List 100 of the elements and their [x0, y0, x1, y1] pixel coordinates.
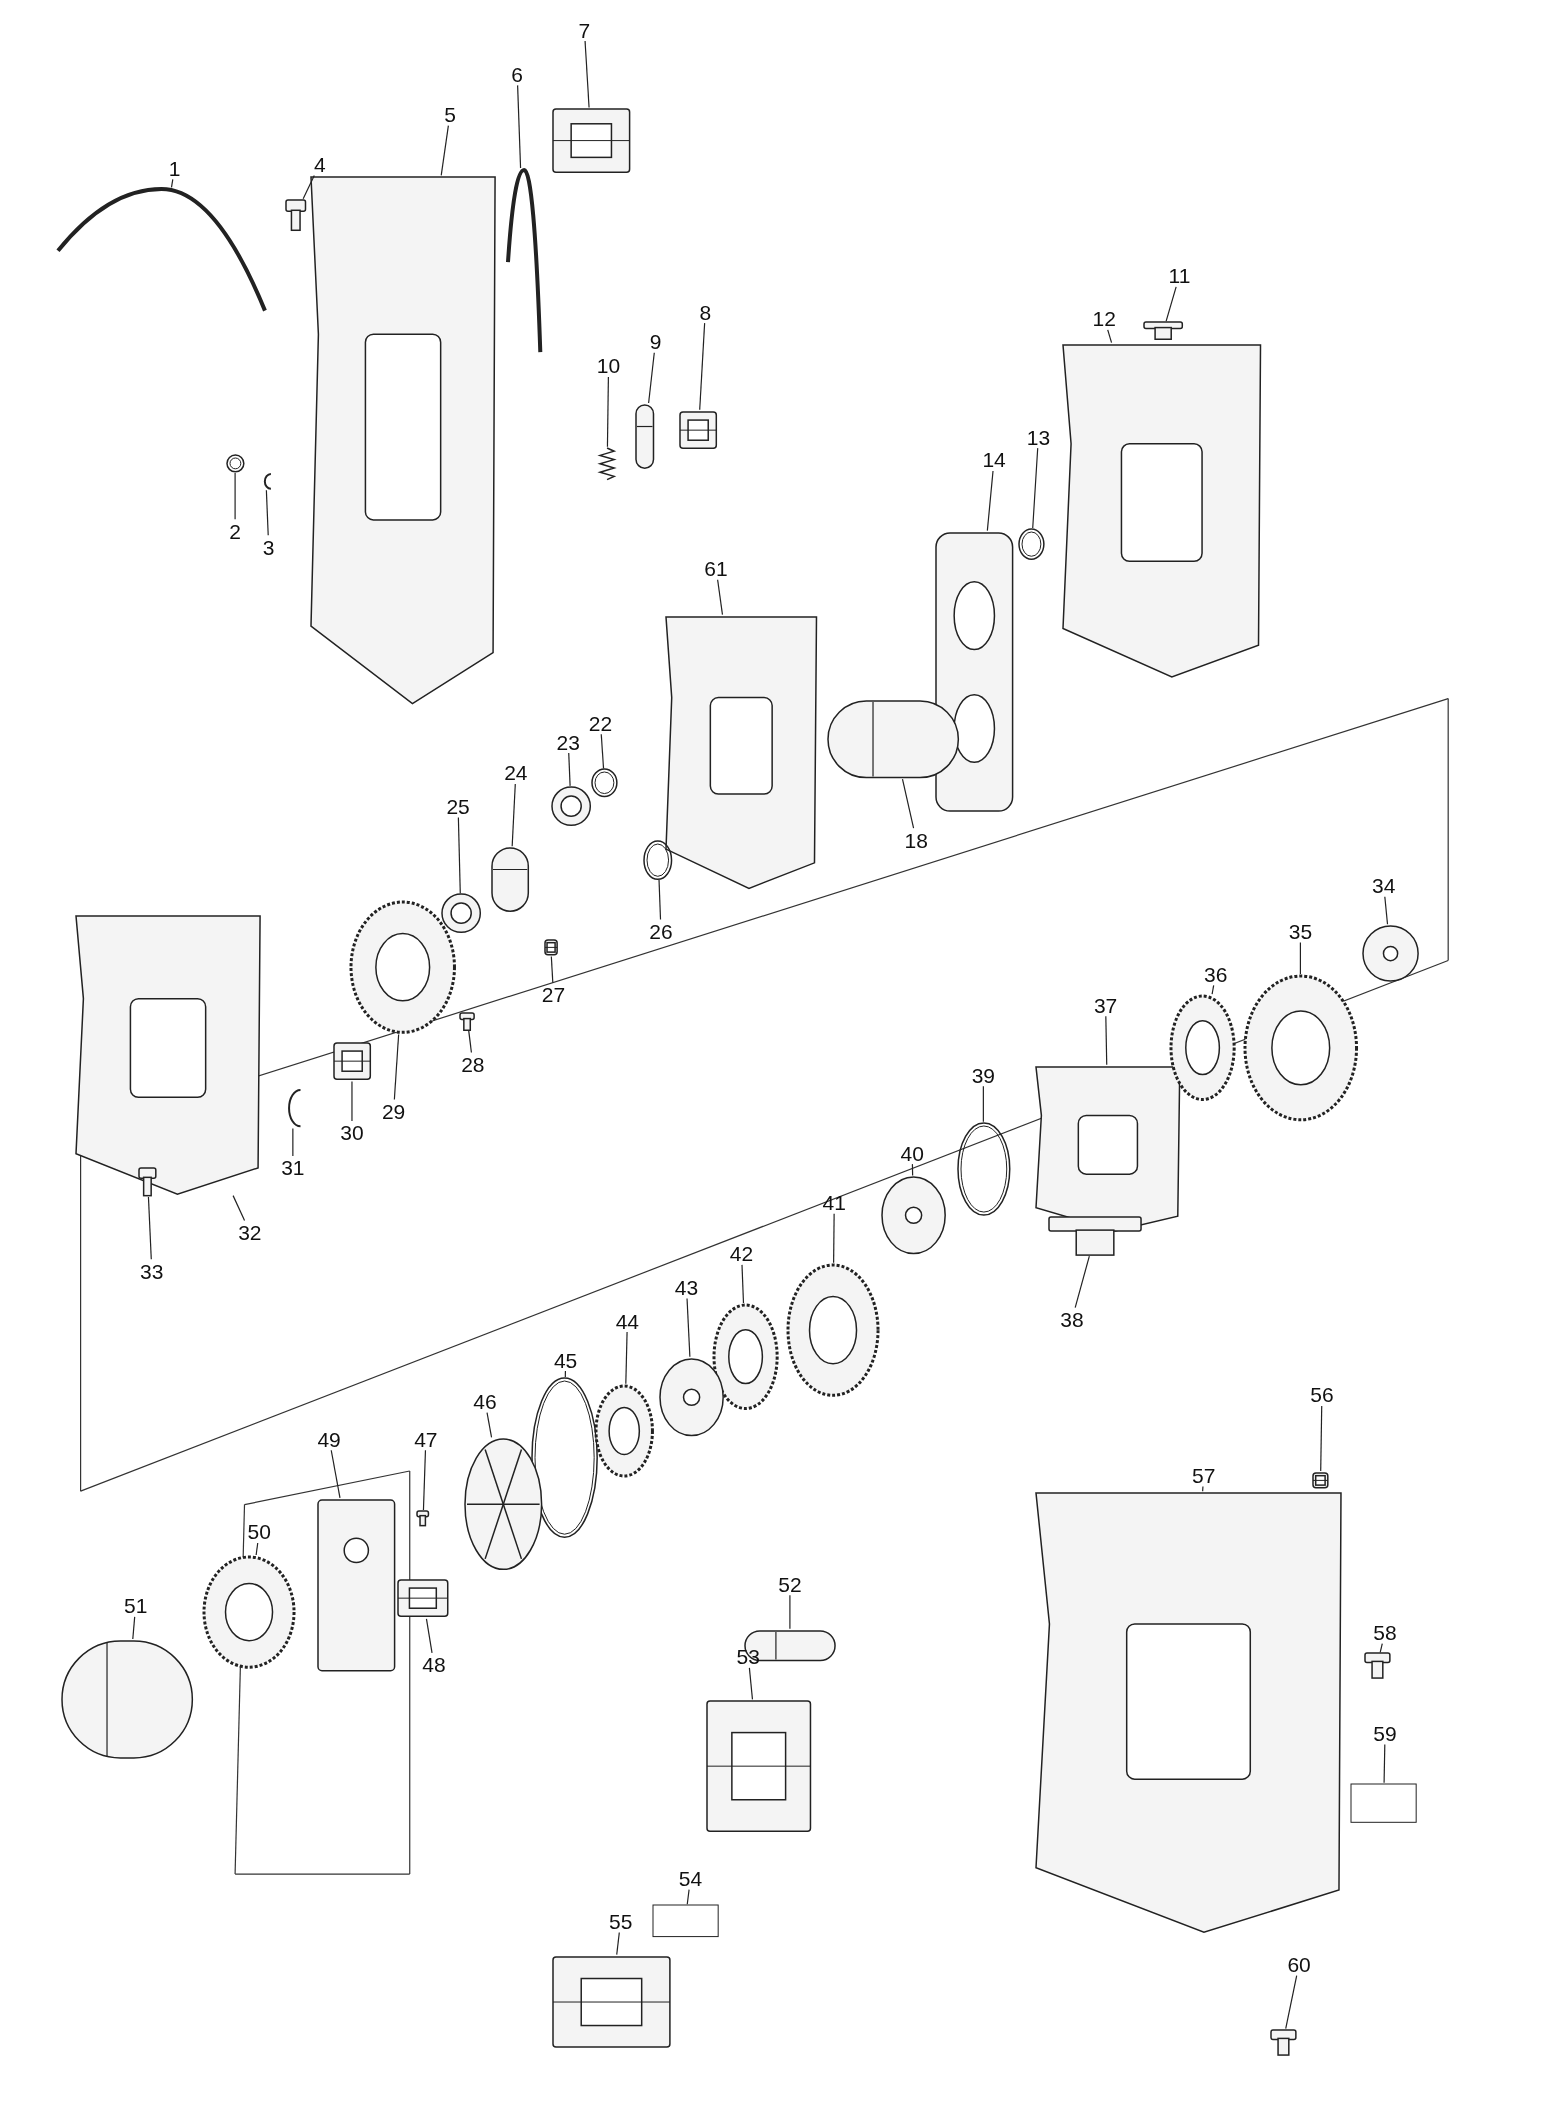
callout-number: 2 [227, 519, 243, 543]
gear-drawing [1242, 973, 1359, 1122]
o-ring-drawing [225, 454, 245, 473]
leader-line [1383, 1743, 1386, 1784]
callout-number: 56 [1308, 1382, 1336, 1406]
leader-line [616, 1931, 620, 1956]
callout-number: 7 [576, 18, 593, 42]
leader-line [789, 1594, 791, 1630]
callout-number: 51 [122, 1593, 150, 1617]
flange-drawing [658, 1356, 726, 1438]
callout-number: 13 [1024, 425, 1053, 449]
callout-number: 12 [1090, 306, 1118, 330]
callout-number: 1 [166, 156, 183, 180]
housing-drawing [308, 175, 498, 706]
callout-number: 32 [236, 1220, 264, 1244]
callout-number: 42 [727, 1241, 756, 1265]
callout-number: 43 [672, 1275, 701, 1299]
callout-number: 49 [315, 1427, 343, 1451]
shaft-drawing [826, 698, 961, 780]
leader-line [1074, 1255, 1090, 1309]
screw-drawing [1269, 2028, 1297, 2056]
callout-number: 11 [1166, 263, 1193, 287]
leader-line [564, 1370, 566, 1378]
o-ring-drawing [1018, 527, 1046, 561]
screw-drawing [459, 1011, 476, 1031]
callout-number: 29 [379, 1099, 408, 1123]
spring-drawing [599, 446, 616, 481]
callout-number: 37 [1091, 993, 1120, 1017]
leader-line [1165, 286, 1177, 322]
leader-line [1320, 1405, 1323, 1472]
callout-number: 48 [420, 1652, 448, 1676]
callout-number: 50 [245, 1519, 273, 1543]
leader-line [232, 1195, 246, 1221]
leader-line [911, 1163, 914, 1177]
leader-line [1105, 1015, 1108, 1066]
leader-line [625, 1331, 628, 1385]
gear-drawing [1168, 994, 1236, 1102]
screw-drawing [1363, 1652, 1391, 1680]
housing-drawing [664, 614, 819, 890]
leader-line [1032, 447, 1039, 529]
leader-line [422, 1449, 427, 1511]
fan-drawing [463, 1437, 545, 1572]
leader-line [170, 178, 174, 188]
leader-line [1211, 984, 1215, 995]
callout-number: 4 [311, 152, 328, 176]
callout-number: 31 [279, 1155, 307, 1179]
leader-line [717, 579, 724, 616]
housing-drawing [1061, 342, 1263, 679]
part-drawing [1311, 1471, 1330, 1490]
part-drawing [396, 1578, 451, 1619]
flange-drawing [879, 1175, 948, 1257]
leader-line [486, 1412, 493, 1439]
leader-line [393, 1033, 400, 1101]
callout-number: 57 [1190, 1463, 1218, 1487]
callout-number: 38 [1058, 1307, 1086, 1331]
leader-line [686, 1888, 690, 1905]
screw-drawing [138, 1167, 158, 1197]
gasket-drawing [933, 530, 1015, 813]
callout-number: 60 [1285, 1952, 1313, 1976]
leader-line [982, 1085, 984, 1123]
callout-number: 54 [676, 1866, 705, 1890]
callout-number: 36 [1202, 962, 1230, 986]
leader-line [699, 322, 706, 411]
housing-drawing [1034, 1491, 1344, 1935]
gear-drawing [712, 1303, 780, 1411]
callout-number: 23 [554, 730, 582, 754]
housing-drawing [73, 913, 262, 1196]
flange-drawing [1360, 924, 1420, 984]
callout-number: 5 [442, 102, 458, 126]
callout-number: 34 [1370, 873, 1398, 897]
leader-line [147, 1196, 152, 1260]
callout-number: 41 [820, 1190, 848, 1214]
callout-number: 52 [776, 1572, 804, 1596]
callout-number: 45 [551, 1348, 580, 1371]
part-box [651, 1904, 719, 1938]
callout-number: 27 [539, 982, 568, 1006]
bearing-drawing [440, 893, 481, 934]
callout-number: 58 [1371, 1620, 1399, 1644]
leader-line [1299, 941, 1301, 975]
gear-drawing [785, 1262, 880, 1398]
callout-number: 26 [647, 919, 675, 943]
leader-line [1285, 1974, 1298, 2030]
callout-number: 35 [1286, 919, 1315, 943]
leader-line [686, 1297, 691, 1358]
callout-number: 30 [338, 1121, 366, 1144]
leader-line [584, 40, 590, 109]
leader-line [468, 1029, 473, 1054]
callout-number: 8 [697, 300, 714, 324]
callout-number: 46 [471, 1389, 499, 1413]
leader-line [1202, 1485, 1204, 1492]
o-ring-drawing [643, 839, 674, 880]
callout-number: 18 [902, 828, 930, 852]
callout-number: 44 [613, 1309, 642, 1333]
part-drawing [550, 1954, 672, 2049]
callout-number: 25 [444, 794, 472, 818]
callout-number: 9 [647, 329, 664, 353]
callout-number: 39 [969, 1063, 998, 1087]
callout-number: 10 [594, 353, 623, 377]
leader-line [648, 352, 655, 404]
callout-number: 24 [502, 760, 530, 784]
